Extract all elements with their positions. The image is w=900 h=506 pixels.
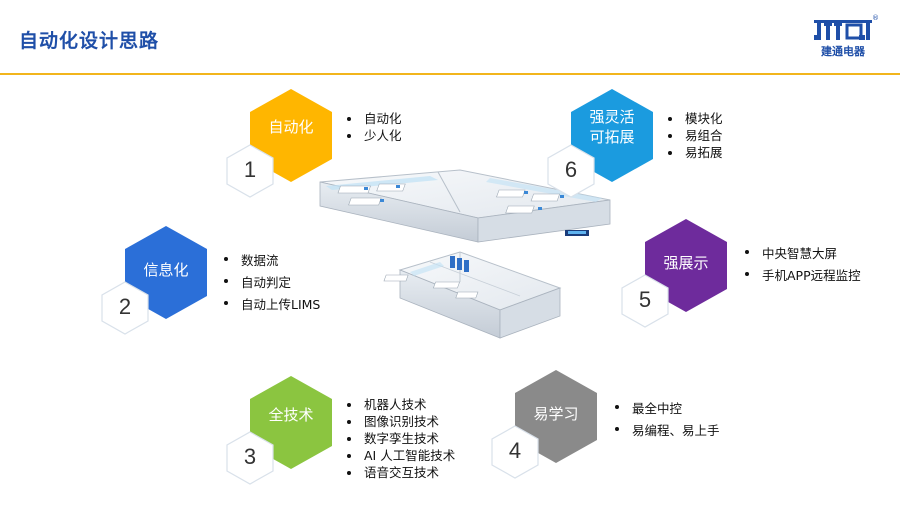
- bullet-item: 语音交互技术: [345, 464, 455, 481]
- node-5: 强展示 5: [620, 215, 735, 330]
- node-4: 易学习 4: [490, 366, 605, 481]
- node-2-number: 2: [118, 294, 132, 319]
- node-6-bullets: 模块化 易组合 易拓展: [666, 110, 723, 161]
- registered-mark: ®: [872, 14, 879, 22]
- node-3-number: 3: [243, 444, 257, 469]
- node-6-number: 6: [564, 157, 578, 182]
- bullet-item: 易组合: [666, 127, 723, 144]
- hexagon-shape: [101, 226, 207, 335]
- node-2-label: 信息化: [143, 261, 189, 279]
- hexagon-shape: [621, 219, 727, 328]
- brand-logo: 建通电器 ®: [812, 14, 879, 60]
- bullet-item: 图像识别技术: [345, 413, 455, 430]
- bullet-item: 易拓展: [666, 144, 723, 161]
- node-6-label-line-1: 强灵活: [589, 108, 635, 126]
- node-1-bullets: 自动化 少人化: [345, 110, 402, 144]
- hexagon-shape: [491, 370, 597, 479]
- node-3-bullets: 机器人技术 图像识别技术 数字孪生技术 AI 人工智能技术 语音交互技术: [345, 396, 455, 481]
- node-1-label: 自动化: [268, 118, 314, 136]
- page-title: 自动化设计思路: [19, 30, 160, 52]
- node-4-label: 易学习: [533, 405, 579, 423]
- node-6: 强灵活 可拓展 6: [546, 85, 661, 200]
- bullet-item: AI 人工智能技术: [345, 447, 455, 464]
- bullet-item: 自动化: [345, 110, 402, 127]
- node-3: 全技术 3: [225, 372, 340, 487]
- bullet-item: 最全中控: [613, 398, 720, 420]
- bullet-item: 数字孪生技术: [345, 430, 455, 447]
- node-3-label: 全技术: [268, 406, 314, 424]
- lab-floorplan-illustration: [319, 169, 611, 339]
- bullet-item: 模块化: [666, 110, 723, 127]
- bullet-item: 数据流: [222, 250, 320, 272]
- bullet-item: 少人化: [345, 127, 402, 144]
- node-5-label: 强展示: [663, 254, 709, 272]
- bullet-item: 手机APP远程监控: [743, 265, 861, 287]
- node-6-label-line-2: 可拓展: [589, 128, 635, 146]
- node-4-number: 4: [508, 438, 522, 463]
- title-divider: [0, 73, 900, 75]
- bullet-item: 自动上传LIMS: [222, 294, 320, 316]
- hexagon-shape: [226, 89, 332, 198]
- hexagon-shape: [226, 376, 332, 485]
- bullet-item: 中央智慧大屏: [743, 243, 861, 265]
- node-4-bullets: 最全中控 易编程、易上手: [613, 398, 720, 442]
- bullet-item: 自动判定: [222, 272, 320, 294]
- node-5-bullets: 中央智慧大屏 手机APP远程监控: [743, 243, 861, 287]
- node-2: 信息化 2: [100, 222, 215, 337]
- node-1-number: 1: [243, 157, 257, 182]
- jttq-logo-icon: [814, 20, 872, 40]
- bullet-item: 机器人技术: [345, 396, 455, 413]
- hexagon-shape: [547, 89, 653, 198]
- node-5-number: 5: [638, 287, 652, 312]
- bullet-item: 易编程、易上手: [613, 420, 720, 442]
- logo-text: 建通电器: [821, 45, 865, 58]
- node-2-bullets: 数据流 自动判定 自动上传LIMS: [222, 250, 320, 316]
- node-1: 自动化 1: [225, 85, 340, 200]
